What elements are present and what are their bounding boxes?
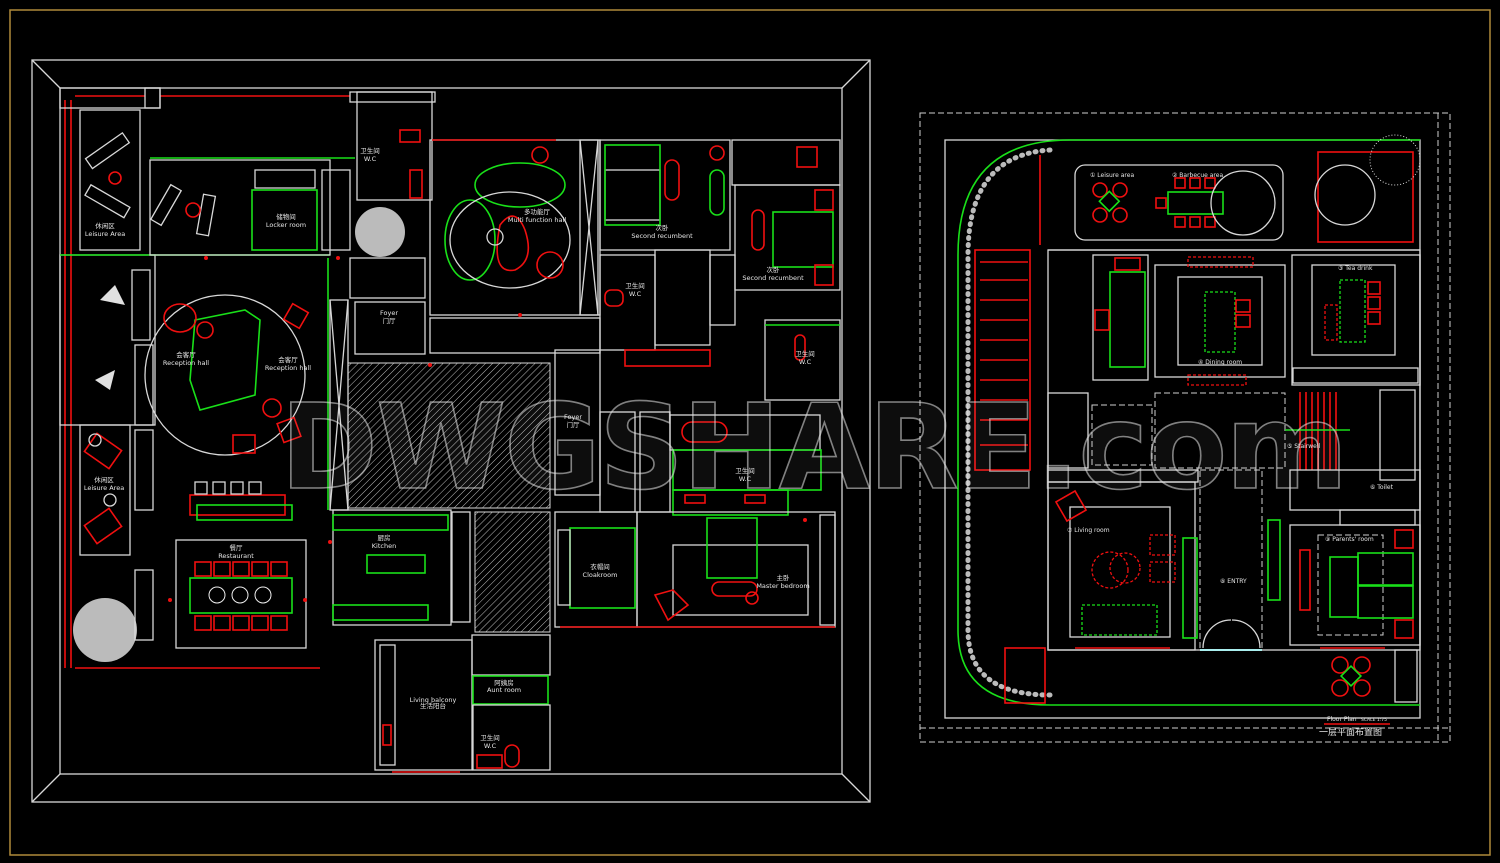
- room-label-cn: 休闲区: [95, 221, 115, 230]
- room-label-en: W.C: [629, 290, 642, 298]
- room-label-en: Foyer: [380, 309, 398, 317]
- room-label-cn: 阿姨房: [494, 678, 514, 687]
- room-label: ⑦ Living room: [1067, 527, 1110, 534]
- room-label-en: Aunt room: [487, 686, 521, 694]
- right-room-labels: ① Leisure area ② Barbecue area ③ Tea dri…: [1067, 172, 1394, 585]
- room-label-cn: 门厅: [383, 316, 397, 325]
- room-label-cn: 多功能厅: [524, 207, 551, 216]
- room-label-cn: 卫生间: [480, 733, 500, 742]
- room-label: ② Barbecue area: [1172, 172, 1223, 179]
- room-label-en: Living balcony: [410, 696, 457, 704]
- room-label: ① Leisure area: [1090, 172, 1134, 179]
- room-label-cn: 门厅: [567, 420, 581, 429]
- title-block-cn: 一层平面布置图: [1319, 726, 1382, 738]
- room-label-en: Second recumbent: [742, 274, 804, 282]
- room-label-en: Multi function hall: [508, 216, 566, 224]
- room-label-en: Master bedroom: [756, 582, 809, 590]
- room-label-en: Cloakroom: [583, 571, 618, 579]
- room-label-cn: 卫生间: [735, 466, 755, 475]
- sheet-border: [9, 9, 1491, 856]
- room-label-cn: 次卧: [656, 223, 670, 232]
- room-label-cn: 卫生间: [360, 146, 380, 155]
- room-label-en: Kitchen: [372, 542, 396, 550]
- title-block-scale: SCALE 1:75: [1361, 717, 1387, 723]
- room-label-en: Reception hall: [265, 364, 311, 372]
- left-floor-plan: 休闲区 Leisure Area 储物间 Locker room 卫生间 W.C…: [31, 59, 871, 803]
- room-label-en: W.C: [364, 155, 377, 163]
- room-label-cn: 卫生间: [625, 281, 645, 290]
- room-label-cn: 主卧: [777, 573, 791, 582]
- room-label: ⑨ Parents' room: [1325, 536, 1374, 543]
- tree-icon: [1369, 134, 1421, 186]
- room-label: ⑤ Stairwell: [1287, 443, 1321, 450]
- title-block-title: Floor Plan: [1327, 716, 1357, 723]
- room-label-en: Foyer: [564, 413, 582, 421]
- room-label-en: Reception hall: [163, 359, 209, 367]
- watermark: DWGSHARE.com: [280, 378, 1346, 516]
- room-label-en: Restaurant: [218, 552, 254, 560]
- room-label-cn: 休闲区: [94, 475, 114, 484]
- room-label: ⑧ ENTRY: [1220, 578, 1247, 585]
- room-label-cn: 卫生间: [795, 349, 815, 358]
- room-label-en: W.C: [739, 475, 752, 483]
- room-label-cn: 会客厅: [176, 350, 196, 359]
- room-label: ③ Tea drink: [1338, 265, 1373, 272]
- room-label-cn: 餐厅: [230, 543, 244, 552]
- room-label-cn: 次卧: [767, 265, 781, 274]
- room-label-en: W.C: [799, 358, 812, 366]
- room-label-en: W.C: [484, 742, 497, 750]
- room-label-en: Locker room: [266, 221, 306, 229]
- room-label: ④ Dining room: [1198, 359, 1242, 366]
- courtyard-hatch: [474, 511, 551, 633]
- courtyard-hatch: [347, 362, 551, 509]
- room-label-cn: 生活阳台: [420, 701, 446, 710]
- room-label-cn: 衣帽间: [590, 562, 610, 571]
- left-room-labels: 休闲区 Leisure Area 储物间 Locker room 卫生间 W.C…: [84, 146, 815, 750]
- title-block: Floor Plan SCALE 1:75 一层平面布置图: [1319, 716, 1390, 738]
- room-label-en: Second recumbent: [631, 232, 693, 240]
- room-label-cn: 会客厅: [278, 355, 298, 364]
- room-label-en: Leisure Area: [85, 230, 125, 238]
- room-label-cn: 厨房: [378, 533, 391, 542]
- room-label: ⑥ Toilet: [1370, 484, 1394, 491]
- right-floor-plan: ① Leisure area ② Barbecue area ③ Tea dri…: [919, 112, 1451, 743]
- room-label-en: Leisure Area: [84, 484, 124, 492]
- tree-icon: [73, 598, 137, 662]
- tree-icon: [355, 207, 405, 257]
- room-label-cn: 储物间: [276, 212, 296, 221]
